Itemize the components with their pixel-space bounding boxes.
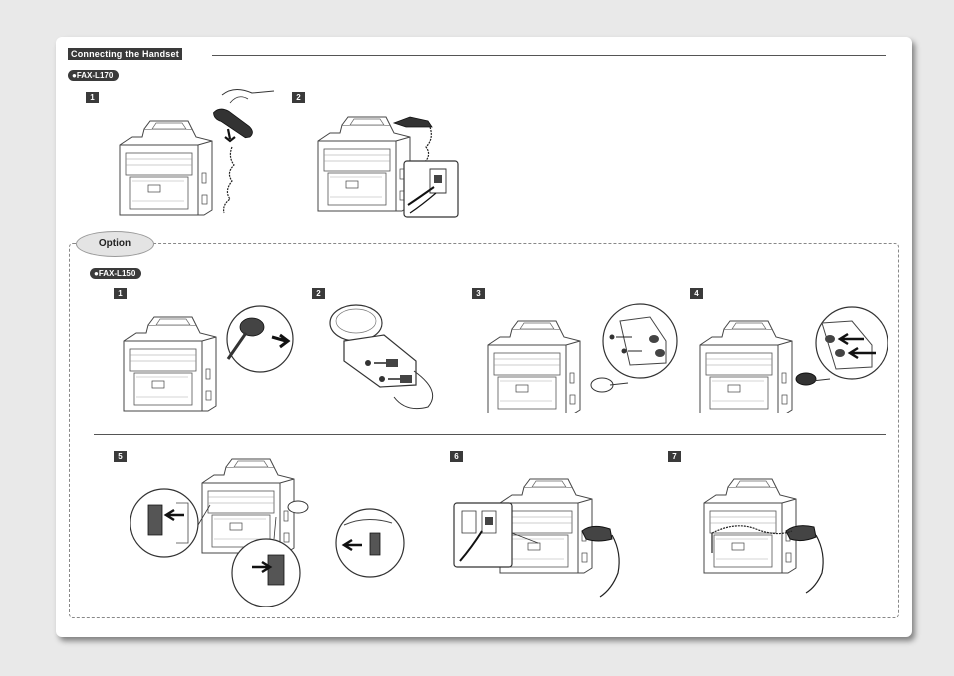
handset-drawing — [786, 526, 816, 541]
l150-step1-illustration — [123, 301, 306, 412]
section-rule — [212, 55, 886, 56]
handset-drawing — [582, 526, 612, 541]
option-badge: Option — [76, 231, 154, 257]
l150-step3-illustration — [487, 301, 680, 413]
l150-step2-illustration — [324, 301, 448, 413]
manual-page: Connecting the Handset ●FAX-L170 1 2 Opt… — [56, 37, 912, 637]
printer-drawing — [123, 316, 217, 412]
section-title: Connecting the Handset — [68, 48, 182, 60]
model-label-fax-l150: ●FAX-L150 — [90, 268, 142, 279]
printer-drawing — [119, 120, 213, 216]
l150-step4-illustration — [699, 301, 888, 413]
printer-drawing — [499, 478, 593, 574]
l150-step-4: 4 — [690, 288, 703, 299]
printer-drawing — [201, 458, 295, 554]
printer-drawing — [317, 116, 411, 212]
l150-step-6: 6 — [450, 451, 463, 462]
l150-step-7: 7 — [668, 451, 681, 462]
l150-step-5: 5 — [114, 451, 127, 462]
l170-step-2: 2 — [292, 92, 305, 103]
l150-step-2: 2 — [312, 288, 325, 299]
model-label-fax-l170: ●FAX-L170 — [68, 70, 120, 81]
l150-step7-illustration — [703, 478, 896, 607]
handset-cradle-drawing — [330, 305, 382, 341]
l150-step6-illustration — [452, 478, 636, 611]
printer-drawing — [699, 320, 793, 413]
clip-closeup-left — [130, 489, 198, 557]
printer-drawing — [703, 478, 797, 574]
step-divider — [94, 434, 886, 435]
handset-drawing — [208, 106, 258, 140]
handset-drawing — [394, 117, 432, 127]
option-section — [69, 243, 899, 618]
printer-drawing — [487, 320, 581, 413]
l150-step-1: 1 — [114, 288, 127, 299]
l150-step5-illustration — [130, 458, 410, 607]
l150-step-3: 3 — [472, 288, 485, 299]
l170-step2-illustration — [317, 116, 462, 219]
l170-step1-illustration — [119, 87, 276, 216]
l170-step-1: 1 — [86, 92, 99, 103]
clip-closeup-bottom — [232, 539, 300, 607]
